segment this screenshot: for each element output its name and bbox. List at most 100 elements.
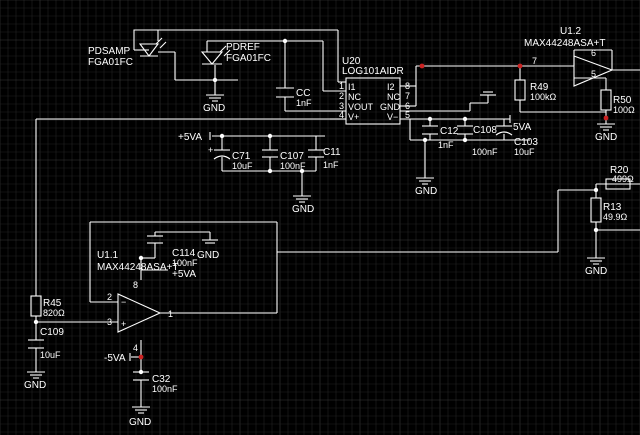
capacitor-c114[interactable] (147, 235, 163, 244)
gnd-label-c109: GND (24, 380, 46, 391)
c12-ref: C12 (440, 126, 459, 137)
ic-u20[interactable] (345, 77, 401, 125)
u20-pin5: 5 (405, 110, 410, 120)
cc-value: 1nF (296, 98, 312, 108)
junction-dot (422, 137, 428, 143)
capacitor-c12[interactable] (422, 125, 438, 135)
r45-ref: R45 (43, 298, 62, 309)
gnd-symbol-c109 (27, 371, 45, 379)
u20-pinlabel-gnd: GND (380, 102, 401, 112)
r20-value: 499Ω (612, 174, 634, 184)
u12-part: MAX44248ASA+T (524, 38, 605, 49)
u20-pin3: 3 (339, 101, 344, 111)
junction-dot (138, 369, 144, 375)
capacitor-cc[interactable] (276, 87, 294, 98)
c71-value: 10uF (232, 161, 253, 171)
photodiode-pdsamp[interactable] (133, 37, 167, 57)
capacitor-c109[interactable] (28, 339, 44, 349)
junctions (33, 38, 609, 375)
u11-minus-sign: − (121, 297, 126, 307)
u20-pinlabel-nc-left: NC (348, 92, 361, 102)
c114-ref: C114 (172, 248, 196, 259)
r50-value: 100Ω (613, 105, 635, 115)
u20-pinlabel-vminus: V− (387, 112, 398, 122)
r50-ref: R50 (613, 95, 632, 106)
u20-part: LOG101AIDR (342, 66, 404, 77)
pdsamp-value: FGA01FC (88, 57, 133, 68)
junction-dot-highlight (138, 354, 144, 360)
c103-ref: C103 (514, 137, 538, 148)
gnd-label-pd: GND (203, 103, 225, 114)
capacitor-c107[interactable] (262, 149, 278, 158)
u20-pin2: 2 (339, 91, 344, 101)
c103-value: 10uF (514, 147, 535, 157)
u20-pinlabel-vout: VOUT (348, 102, 374, 112)
capacitor-c103[interactable] (495, 125, 513, 136)
junction-dot-highlight (603, 115, 609, 121)
u11-pin4: 4 (133, 343, 138, 353)
c108-ref: C108 (473, 125, 497, 136)
u11-pin3: 3 (107, 317, 112, 327)
opamp-u12[interactable] (573, 55, 614, 87)
capacitor-c108[interactable] (457, 125, 473, 135)
u12-pin5: 5 (591, 69, 596, 79)
u11-plus-sign: + (121, 319, 126, 329)
r13-value: 49.9Ω (603, 212, 628, 222)
c108-value: 100nF (472, 147, 498, 157)
junction-dot-highlight (419, 63, 425, 69)
c71-ref: C71 (232, 151, 251, 162)
junction-dot (427, 116, 433, 122)
junction-dot (33, 319, 39, 325)
pdsamp-ref: PDSAMP (88, 46, 131, 57)
gnd-symbol-r13 (587, 257, 605, 265)
gnd-symbol-r50 (597, 123, 615, 131)
gnd-symbol-c12 (416, 177, 434, 185)
u11-pin1: 1 (168, 309, 173, 319)
resistor-r13[interactable] (590, 197, 602, 223)
r49-ref: R49 (530, 82, 549, 93)
r13-ref: R13 (603, 202, 622, 213)
gnd-label-r13: GND (585, 266, 607, 277)
u12-pin7: 7 (532, 56, 537, 66)
resistor-r49[interactable] (514, 79, 526, 101)
junction-dot (462, 137, 468, 143)
c11-value: 1nF (323, 160, 339, 170)
junction-dot (267, 133, 273, 139)
u20-pin7: 7 (405, 91, 410, 101)
opamp-u11[interactable] (117, 293, 162, 333)
gnd-symbol-decoupling (293, 195, 311, 203)
u11-pin2: 2 (107, 292, 112, 302)
u11-part: MAX44248ASA+T (97, 262, 178, 273)
photodiode-pdref[interactable] (200, 41, 231, 65)
junction-dot-highlight (517, 63, 523, 69)
svg-text:+: + (208, 145, 213, 155)
resistor-r20[interactable] (605, 178, 631, 190)
u20-pinlabel-nc-right: NC (387, 92, 400, 102)
c114-value: 100nF (172, 258, 198, 268)
capacitor-c11[interactable] (308, 149, 324, 158)
u20-pinlabel-i2: I2 (387, 82, 395, 92)
junction-dot (267, 168, 273, 174)
junction-dot (282, 38, 288, 44)
c11-ref: C11 (323, 147, 341, 158)
u12-ref: U1.2 (560, 26, 582, 37)
pdref-ref: PDREF (226, 42, 260, 53)
gnd-symbol-c32 (132, 406, 150, 414)
u20-pin8: 8 (405, 81, 410, 91)
m5va-label: -5VA (104, 353, 126, 364)
gnd-symbol-c114 (202, 232, 218, 244)
u11-ref: U1.1 (97, 250, 119, 261)
capacitor-c71[interactable]: + (208, 145, 231, 160)
resistor-r50[interactable] (600, 89, 612, 111)
gnd-label-c114: GND (197, 250, 219, 261)
junction-dot (462, 116, 468, 122)
junction-dot (138, 255, 144, 261)
resistor-r45[interactable] (30, 295, 42, 317)
u20-pin1: 1 (339, 81, 344, 91)
junction-dot (593, 187, 599, 193)
junction-dot (299, 168, 305, 174)
gnd-symbol-pd (206, 94, 224, 102)
